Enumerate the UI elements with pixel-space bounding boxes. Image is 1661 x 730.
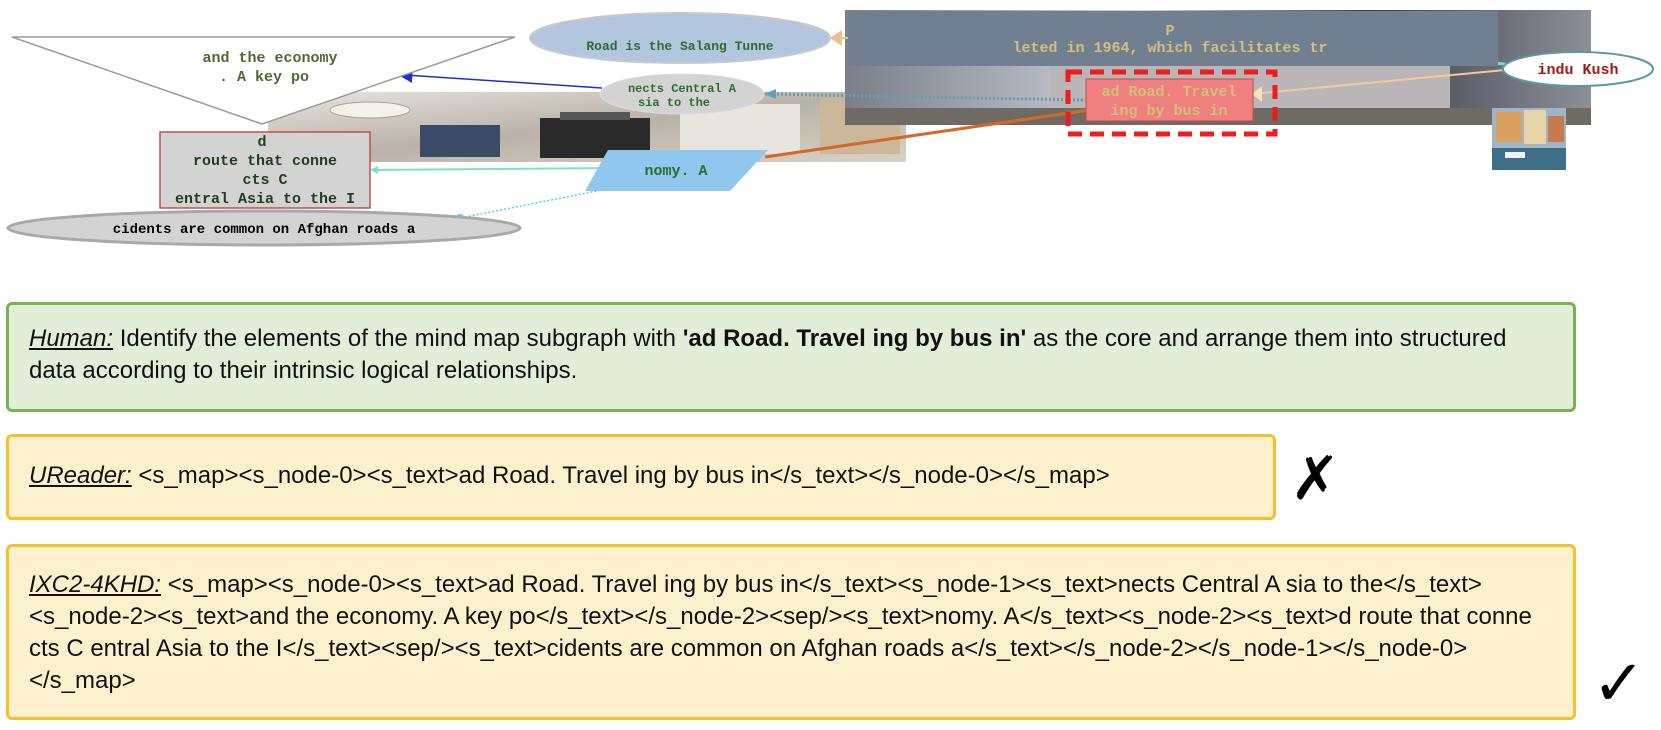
edge-nomy-to-core (764, 108, 1091, 159)
edge-arrowhead (370, 166, 378, 174)
mind-map-figure: and the economy. A key po Road is the Sa… (6, 10, 1654, 247)
edge-arrowhead (1252, 86, 1262, 102)
ixc-check-icon: ✓ (1592, 647, 1646, 721)
ixc-answer-text: <s_map><s_node-0><s_text>ad Road. Travel… (29, 571, 1532, 694)
node-hindu: indu Kush (1502, 51, 1654, 87)
node-accidents: cidents are common on Afghan roads a (6, 209, 522, 247)
ureader-speaker-label: UReader: (29, 462, 132, 489)
core-highlight-box (1065, 69, 1278, 137)
ixc-answer-panel: IXC2-4KHD: <s_map><s_node-0><s_text>ad R… (6, 544, 1576, 720)
human-prompt-text-start: Identify the elements of the mind map su… (119, 325, 683, 352)
human-prompt-core-text: 'ad Road. Travel ing by bus in' (682, 325, 1027, 352)
edge-hindu-to-core (1251, 69, 1506, 95)
svg-text:Road is the Salang Tunne: Road is the Salang Tunne (586, 39, 773, 54)
edge-arrowhead (830, 30, 842, 46)
edge-central-to-economy (397, 68, 603, 89)
human-speaker-label: Human: (29, 325, 114, 352)
svg-text:indu Kush: indu Kush (1537, 62, 1618, 79)
svg-text:cidents are common on Afghan r: cidents are common on Afghan roads a (113, 222, 416, 238)
node-salang: Road is the Salang Tunne (529, 12, 831, 64)
human-prompt-text-end: as the core and arrange them into struct… (29, 325, 1507, 384)
background-photo-harbor (1492, 108, 1566, 170)
edge-nomy-to-route (371, 167, 616, 171)
ureader-answer-text: <s_map><s_node-0><s_text>ad Road. Travel… (138, 462, 1110, 489)
edge-nomy-to-accidents (459, 187, 613, 219)
node-nomy: nomy. A (585, 150, 768, 191)
node-economy: and the economy. A key po (11, 36, 516, 125)
edge-arrowhead (764, 89, 776, 99)
svg-text:and the economy. A key po: and the economy. A key po (202, 50, 337, 86)
ixc-speaker-label: IXC2-4KHD: (29, 571, 162, 598)
human-prompt-panel: Human: Identify the elements of the mind… (6, 302, 1576, 412)
svg-text:nects Central Asia to the: nects Central Asia to the (628, 82, 737, 110)
svg-text:nomy. A: nomy. A (644, 163, 707, 180)
ureader-cross-icon: ✗ (1290, 444, 1341, 514)
ureader-answer-panel: UReader: <s_map><s_node-0><s_text>ad Roa… (6, 434, 1276, 520)
edge-central-to-core (764, 92, 1086, 102)
